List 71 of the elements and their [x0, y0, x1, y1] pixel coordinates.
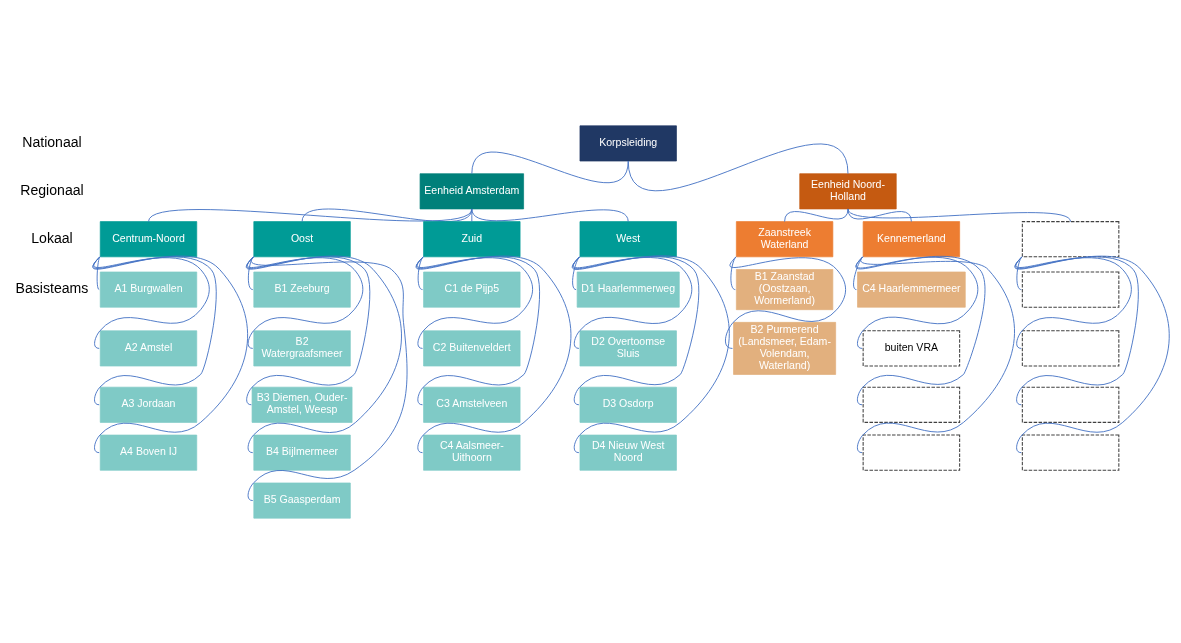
node-box: [862, 434, 961, 471]
connector: [847, 208, 912, 222]
node-box: [862, 386, 961, 423]
node-box: Eenheid Noord-Holland: [799, 172, 897, 209]
node-box: Kennemerland: [862, 220, 960, 257]
connector: [627, 143, 849, 191]
connector: [572, 255, 700, 405]
connector: [1016, 255, 1023, 290]
node-box: Zaanstreek Waterland: [736, 220, 834, 257]
connector: [572, 254, 730, 453]
node-box: C3 Amstelveen: [423, 386, 521, 423]
connector: [93, 255, 217, 405]
connector: [246, 255, 402, 453]
node-box: A3 Jordaan: [99, 386, 198, 423]
connector: [573, 255, 693, 349]
node-box: [1021, 220, 1120, 257]
node-box: A4 Boven IJ: [99, 434, 198, 471]
connector: [471, 208, 473, 222]
connector: [471, 208, 629, 222]
node-box: B2 Purmerend (Landsmeer, Edam-Volendam, Waterland): [733, 321, 836, 375]
node-box: Oost: [253, 220, 351, 257]
node-box: B1 Zeeburg: [253, 271, 351, 308]
connector: [247, 255, 364, 349]
connector: [301, 208, 473, 222]
node-box: B2 Watergraafsmeer: [253, 329, 351, 366]
connector: [1015, 255, 1139, 405]
connector: [471, 151, 629, 183]
node-box: West: [579, 220, 677, 257]
node-box: [1021, 386, 1120, 423]
node-box: Centrum-Noord: [99, 220, 198, 257]
node-box: D4 Nieuw West Noord: [579, 434, 677, 471]
connector: [856, 255, 979, 349]
connector: [148, 208, 473, 222]
node-box: Eenheid Amsterdam: [419, 172, 524, 209]
node-box: Korpsleiding: [579, 124, 677, 161]
connector: [417, 255, 534, 349]
node-box: B4 Bijlmermeer: [253, 434, 351, 471]
node-box: A1 Burgwallen: [99, 271, 198, 308]
node-box: D1 Haarlemmerweg: [576, 271, 680, 308]
connector: [724, 255, 847, 349]
connector: [96, 255, 101, 290]
node-box: B1 Zaanstad (Oostzaan, Wormerland): [736, 268, 834, 310]
node-box: C4 Aalsmeer-Uithoorn: [423, 434, 521, 471]
connector: [784, 208, 849, 222]
label: Lokaal: [31, 229, 73, 246]
node-box: D3 Osdorp: [579, 386, 677, 423]
connector: [417, 255, 424, 290]
node-box: [1021, 434, 1120, 471]
node-box: Zuid: [423, 220, 521, 257]
connector: [416, 255, 541, 405]
label: Basisteams: [15, 279, 89, 296]
connector: [246, 255, 371, 405]
connector: [730, 255, 737, 290]
connector: [847, 208, 1072, 222]
connector: [1015, 255, 1132, 349]
node-box: B3 Diemen, Ouder-Amstel, Weesp: [251, 386, 353, 423]
node-box: B5 Gaasperdam: [253, 482, 351, 519]
connector: [92, 255, 249, 453]
label: Regionaal: [20, 181, 84, 198]
label: Nationaal: [22, 133, 82, 150]
node-box: [1021, 270, 1120, 308]
connector: [855, 255, 986, 405]
node-box: D2 Overtoomse Sluis: [579, 329, 677, 366]
node-box: [1021, 329, 1120, 367]
node-box: buiten VRA: [862, 329, 961, 367]
node-box: C2 Buitenveldert: [423, 329, 521, 366]
node-box: A2 Amstel: [99, 329, 198, 366]
node-box: C4 Haarlemmermeer: [857, 271, 966, 308]
connector: [856, 255, 1015, 453]
node-box: C1 de Pijp5: [423, 271, 521, 308]
connector: [1014, 255, 1170, 453]
